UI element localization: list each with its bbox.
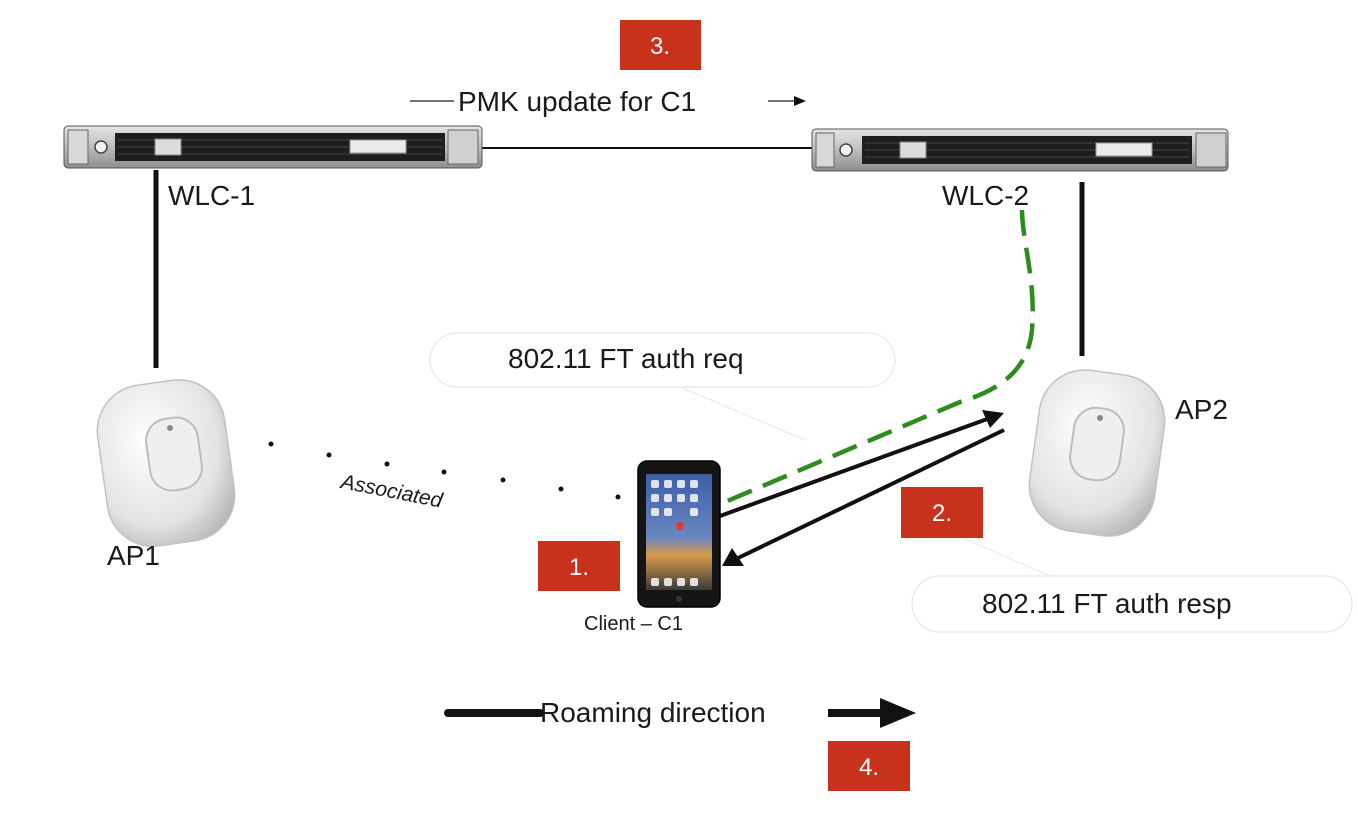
ap1-label: AP1: [107, 540, 160, 571]
client-label: Client – C1: [584, 613, 683, 635]
ft-auth-req-arrow: [719, 410, 1004, 518]
step-4-text: 4.: [859, 754, 879, 781]
wlc1-server-icon: [63, 125, 483, 169]
step-3-text: 3.: [650, 33, 670, 60]
ap1-access-point-icon: [96, 379, 236, 547]
associated-label: Associated: [337, 470, 445, 513]
ft-resp-label: 802.11 FT auth resp: [982, 588, 1232, 619]
ft-req-label: 802.11 FT auth req: [508, 343, 744, 374]
step-1-badge: 1.: [538, 541, 620, 591]
wlc1-label: WLC-1: [168, 180, 255, 211]
client-tablet-icon: [637, 460, 721, 608]
ft-req-bubble: [429, 332, 896, 388]
step-1-text: 1.: [569, 554, 589, 581]
pmk-update-label: PMK update for C1: [458, 86, 696, 117]
associated-dotted-path: [268, 441, 621, 500]
ap2-access-point-icon: [1028, 369, 1166, 537]
ft-over-air-dashed-path: [717, 209, 1035, 508]
step-2-badge: 2.: [901, 487, 983, 538]
pmk-update-arrow: [410, 96, 806, 106]
ap2-label: AP2: [1175, 394, 1228, 425]
ft-resp-bubble: [911, 575, 1353, 633]
step-4-badge: 4.: [828, 741, 910, 791]
ft-auth-resp-arrow: [722, 428, 1005, 566]
roaming-direction-label: Roaming direction: [540, 697, 766, 728]
step-2-text: 2.: [932, 500, 952, 527]
roaming-direction-arrow: [444, 698, 916, 728]
step-3-badge: 3.: [620, 20, 701, 70]
wlc2-label: WLC-2: [942, 180, 1029, 211]
wlc2-server-icon: [811, 128, 1229, 172]
